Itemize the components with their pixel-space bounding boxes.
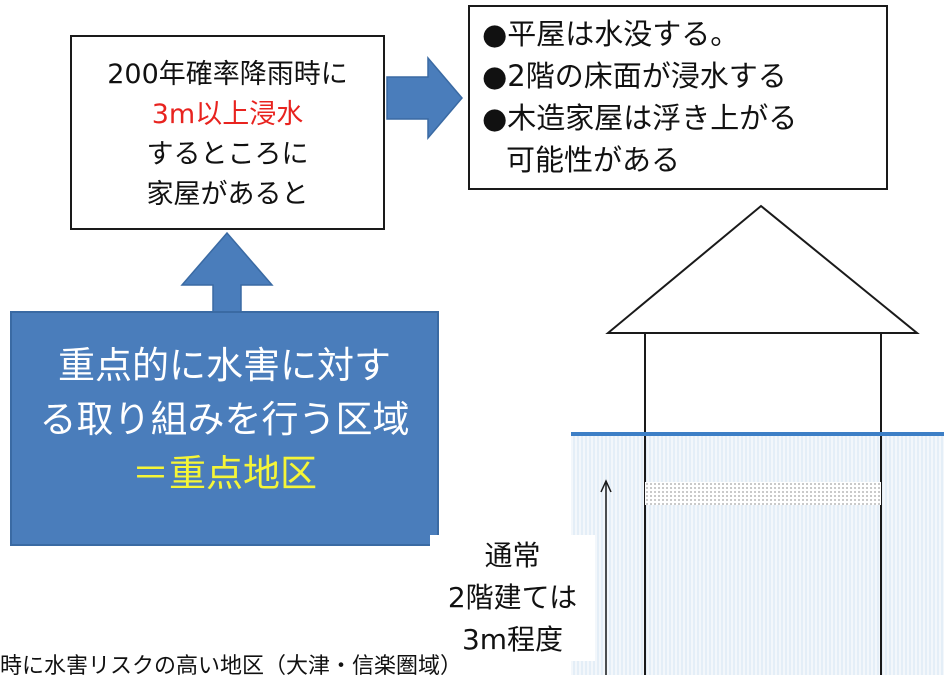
right-arrow xyxy=(386,55,463,141)
zone-line-3: ＝重点地区 xyxy=(132,452,317,495)
result-item: ●平屋は水没する。 xyxy=(482,17,740,51)
flood-water-level-line xyxy=(571,432,944,436)
result-item: ●2階の床面が浸水する xyxy=(482,59,787,93)
height-note-line-1: 通常 xyxy=(484,539,541,572)
height-note-line-2: 2階建ては xyxy=(447,581,578,614)
result-item: ●木造家屋は浮き上がる xyxy=(482,101,798,135)
condition-line-1: 200年確率降雨時に xyxy=(107,59,348,90)
condition-line-4: 家屋があると xyxy=(146,179,309,210)
condition-line-3: するところに xyxy=(146,139,309,170)
zone-line-2: る取り組みを行う区域 xyxy=(39,398,410,441)
result-box: ●平屋は水没する。 ●2階の床面が浸水する ●木造家屋は浮き上がる 可能性がある xyxy=(468,5,888,190)
second-floor-slab xyxy=(645,482,881,505)
zone-line-1: 重点的に水害に対す xyxy=(58,344,391,387)
priority-zone-box: 重点的に水害に対す る取り組みを行う区域 ＝重点地区 xyxy=(10,311,439,546)
condition-line-2: 3m以上浸水 xyxy=(151,99,304,130)
caption: 時に水害リスクの高い地区（大津・信楽圏域） xyxy=(0,654,463,679)
height-note-line-3: 3m程度 xyxy=(461,623,564,656)
condition-box: 200年確率降雨時に 3m以上浸水 するところに 家屋があると xyxy=(70,35,385,230)
height-note: 通常 2階建ては 3m程度 xyxy=(430,535,595,661)
house-roof xyxy=(605,204,920,334)
height-arrowhead xyxy=(600,479,612,493)
result-continuation: 可能性がある xyxy=(506,143,681,177)
up-arrow xyxy=(180,231,274,313)
